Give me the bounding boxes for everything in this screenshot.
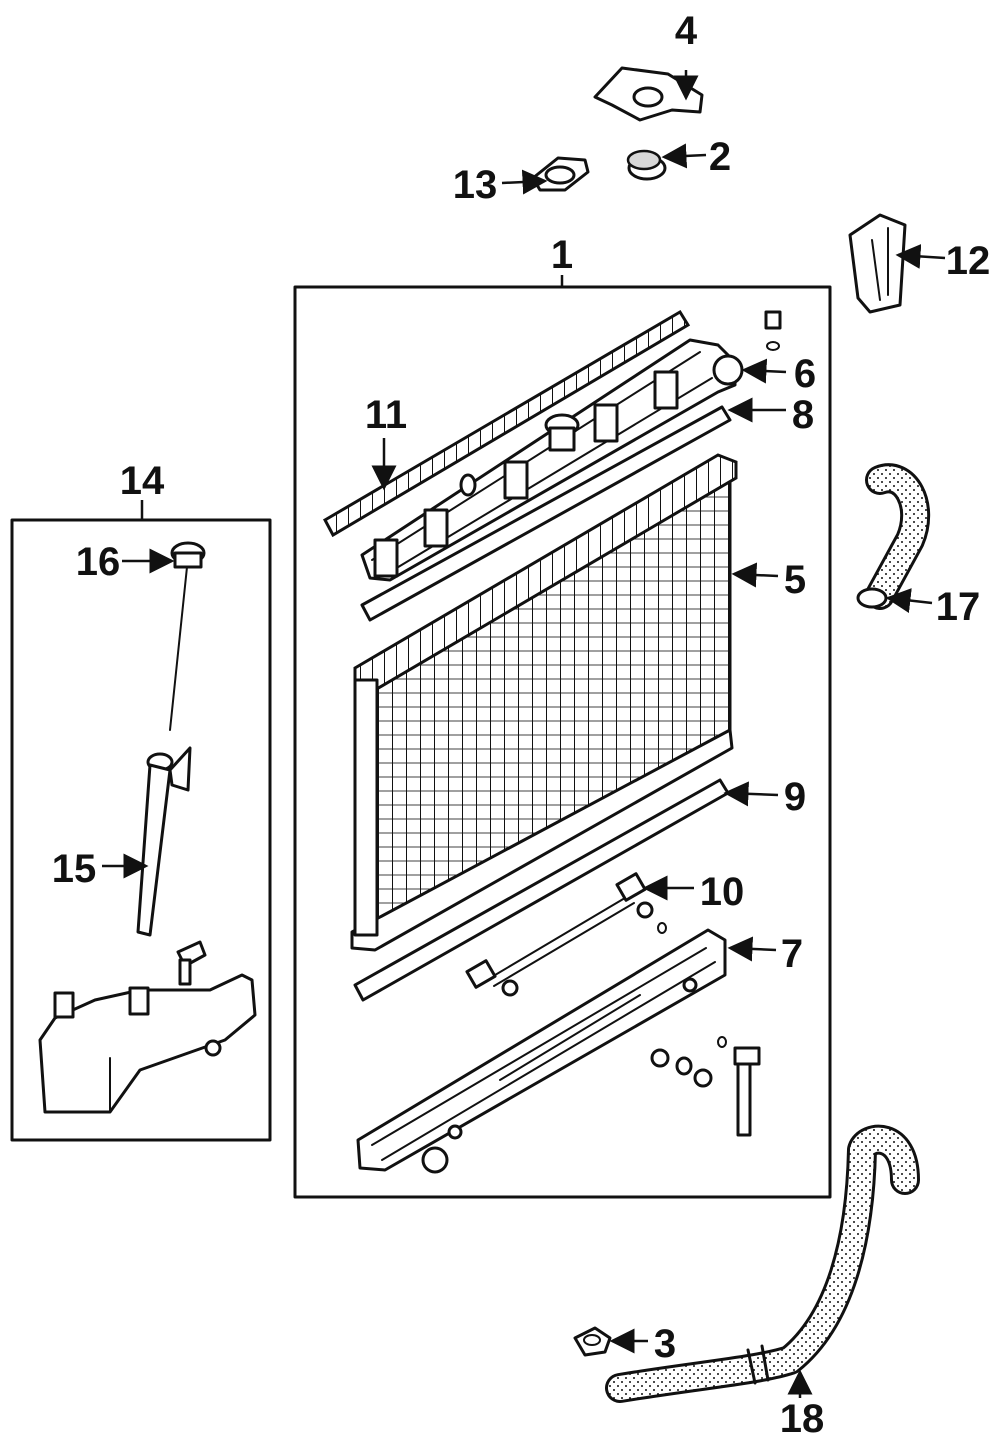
callout-14: 14 (120, 459, 165, 503)
leader-arrow-9 (723, 781, 779, 807)
leader-arrow-6 (741, 358, 787, 384)
radiator-core (350, 453, 738, 952)
callout-7: 7 (781, 932, 803, 976)
seal-strip (322, 309, 691, 538)
hose-clip (848, 213, 907, 314)
radiator-cap (531, 156, 590, 192)
callout-1: 1 (551, 233, 573, 277)
leader-arrow-5 (731, 562, 779, 588)
upper-tank (360, 310, 782, 582)
callout-11: 11 (365, 393, 407, 437)
leader-arrow-12 (895, 243, 946, 269)
hose-nut (573, 1326, 612, 1357)
leader-arrow-13 (501, 169, 548, 195)
drain-plug (465, 872, 667, 997)
lower-hose (605, 1124, 920, 1403)
lower-tank (356, 928, 761, 1174)
callout-18: 18 (780, 1397, 825, 1441)
callout-16: 16 (76, 540, 121, 584)
callout-15: 15 (52, 847, 97, 891)
callout-6: 6 (794, 352, 816, 396)
callout-8: 8 (792, 393, 814, 437)
callout-2: 2 (709, 135, 731, 179)
callout-12: 12 (946, 239, 991, 283)
callout-10: 10 (700, 870, 745, 914)
reservoir-tank (38, 973, 257, 1114)
leader-arrow-7 (727, 936, 777, 962)
callout-3: 3 (654, 1322, 676, 1366)
callout-17: 17 (936, 585, 981, 629)
callout-5: 5 (784, 558, 806, 602)
reservoir-cap-and-dipstick (169, 541, 206, 731)
grommet (626, 149, 667, 181)
upper-hose (856, 463, 931, 610)
callout-13: 13 (453, 163, 498, 207)
leader-arrow-2 (661, 143, 707, 169)
reservoir-bolt (176, 940, 207, 986)
callout-9: 9 (784, 775, 806, 819)
filler-neck (136, 746, 192, 937)
leader-arrow-17 (885, 588, 933, 613)
callout-4: 4 (675, 9, 698, 53)
